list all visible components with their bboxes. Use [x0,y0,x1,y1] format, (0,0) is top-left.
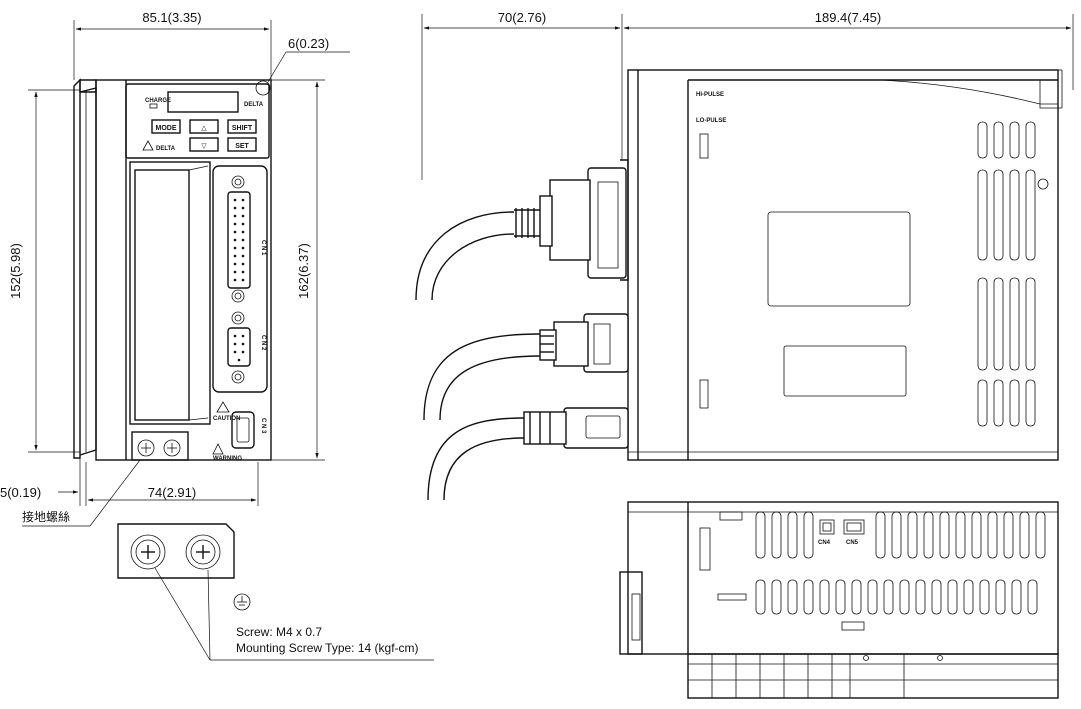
side-depth-dim: 189.4(7.45) [815,10,882,25]
cn4-port[interactable] [819,519,835,535]
cn1-cable-ribs [515,208,535,238]
set-button[interactable] [227,137,257,152]
side-view: 70(2.76) 189.4(7.45) HI-PULSE LO-PULSE [415,10,1074,501]
warning-icon [212,443,224,455]
bottom-vent-slots-top [755,511,1046,559]
ground-screw-2 [163,439,181,457]
cn1-connector[interactable] [227,191,251,289]
warning-label: WARNING [213,456,242,462]
corner-radius-dim: 6(0.23) [288,36,329,51]
delta-logo: DELTA [156,146,176,152]
shift-button-label: SHIFT [232,125,253,132]
hi-pulse-label: HI-PULSE [696,92,724,98]
bottom-offset-dim: 5(0.19) [0,485,41,500]
side-vent-slots [977,121,1036,427]
label-plate-small [783,345,907,397]
base-width-dim: 74(2.91) [148,485,196,500]
detail-screw-2 [185,534,221,570]
set-button-label: SET [235,143,249,150]
mode-button[interactable] [151,119,181,134]
cn2-connector[interactable] [227,327,251,367]
height-152-dim: 152(5.98) [8,243,23,299]
mode-button-label: MODE [156,125,177,132]
cn3-cable-ribs [529,412,551,444]
charge-label: CHARGE [145,98,171,104]
cn5-port[interactable] [843,519,865,535]
cn2-label: C N 2 [260,335,266,351]
connector-depth-dim: 70(2.76) [498,10,546,25]
cn2-pins [233,334,245,362]
seven-segment-display [167,91,239,113]
shift-button[interactable] [227,119,257,134]
up-button[interactable] [189,119,219,134]
bottom-vent-slots-bottom [755,579,1038,615]
warning-triangle-icon [142,140,154,151]
ground-symbol-icon [233,593,251,611]
cn2-cable-ribs [540,335,554,353]
bottom-view: CN4 CN5 [619,501,1059,699]
front-width-dim: 85.1(3.35) [142,10,201,25]
cn3-connector[interactable] [231,411,255,449]
up-button-label: △ [201,125,207,132]
cn1-label: C N 1 [260,240,266,256]
label-plate-large [767,211,911,307]
detail-screw-1 [130,534,166,570]
heatsink-fins [711,654,905,698]
ground-screw-detail: Screw: M4 x 0.7 Mounting Screw Type: 14 … [117,523,434,661]
cn5-label: CN5 [846,540,859,546]
down-button-label: ▽ [201,143,207,150]
screw-spec: Screw: M4 x 0.7 [236,625,322,639]
front-view: 85.1(3.35) 6(0.23) CHARGE DELTA MODE △ S… [0,10,350,527]
ground-screw-1 [137,439,155,457]
ground-screw-label: 接地螺絲 [22,509,70,524]
cn4-label: CN4 [818,540,831,546]
brand-mark: DELTA [244,102,264,108]
lo-pulse-label: LO-PULSE [696,118,726,124]
caution-icon [216,401,230,413]
height-162-dim: 162(6.37) [296,243,311,299]
mounting-spec: Mounting Screw Type: 14 (kgf-cm) [236,641,419,655]
caution-label: CAUTION [213,416,240,422]
cn3-label: C N 3 [260,418,266,434]
cn1-pins [233,198,245,282]
down-button[interactable] [189,137,219,152]
